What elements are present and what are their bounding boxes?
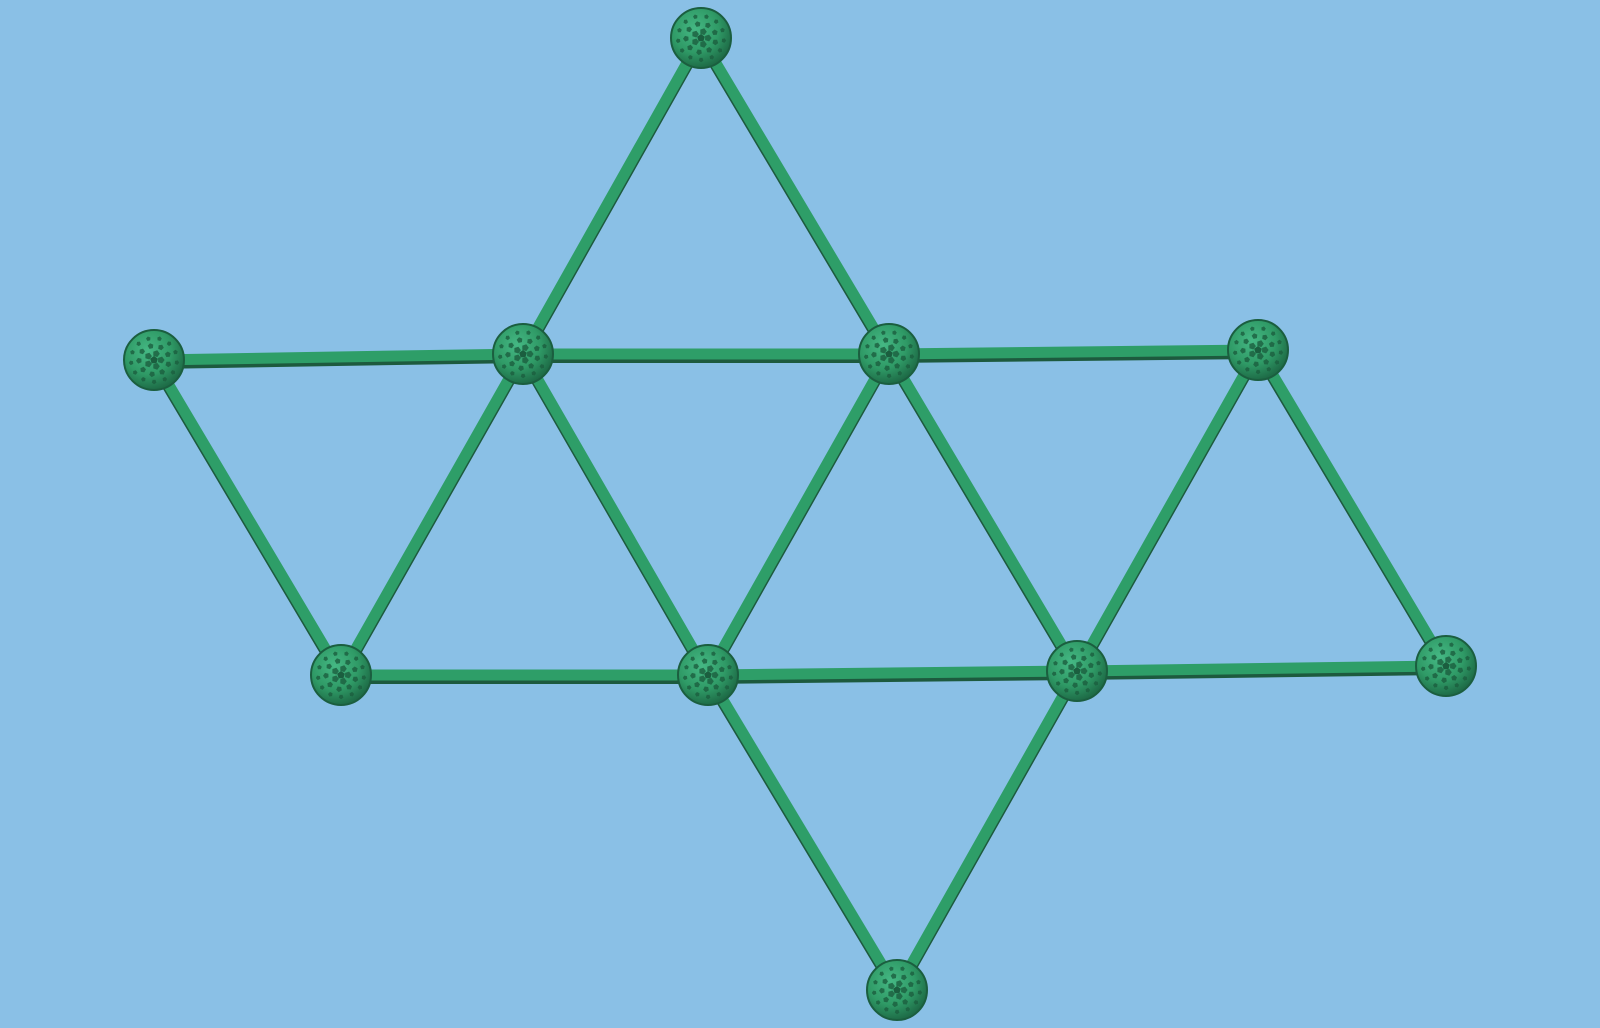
geodesic-sphere-icon [677, 644, 739, 706]
struts [148, 32, 1452, 996]
geodesic-sphere-icon [310, 644, 372, 706]
strut-uML-lML [517, 348, 714, 681]
nodes [123, 7, 1477, 1021]
geodesic-sphere-icon [1415, 635, 1477, 697]
strut-top-uMR [695, 32, 895, 360]
geodesic-sphere-icon [123, 329, 185, 391]
strut-uMR-lML [702, 348, 895, 681]
strut-top-uML [517, 32, 707, 360]
geodesic-sphere-icon [1227, 319, 1289, 381]
strut-uL-uML [148, 348, 529, 366]
geodesic-sphere-icon [1046, 640, 1108, 702]
strut-uMR-lMR [883, 348, 1083, 677]
geodesic-sphere-icon [858, 323, 920, 385]
strut-uL-lL [148, 354, 347, 681]
geodesic-sphere-icon [492, 323, 554, 385]
strut-lMR-bottom [891, 665, 1083, 996]
strut-uMR-uR [883, 344, 1264, 360]
strut-lML-bottom [702, 669, 903, 996]
strut-uR-lR [1252, 344, 1452, 672]
geodesic-sphere-icon [670, 7, 732, 69]
strut-lML-lMR [702, 665, 1083, 681]
strut-uML-lL [335, 348, 529, 681]
strut-uR-lMR [1071, 344, 1264, 677]
strut-lMR-lR [1071, 660, 1452, 677]
geodesic-sphere-icon [866, 959, 928, 1021]
